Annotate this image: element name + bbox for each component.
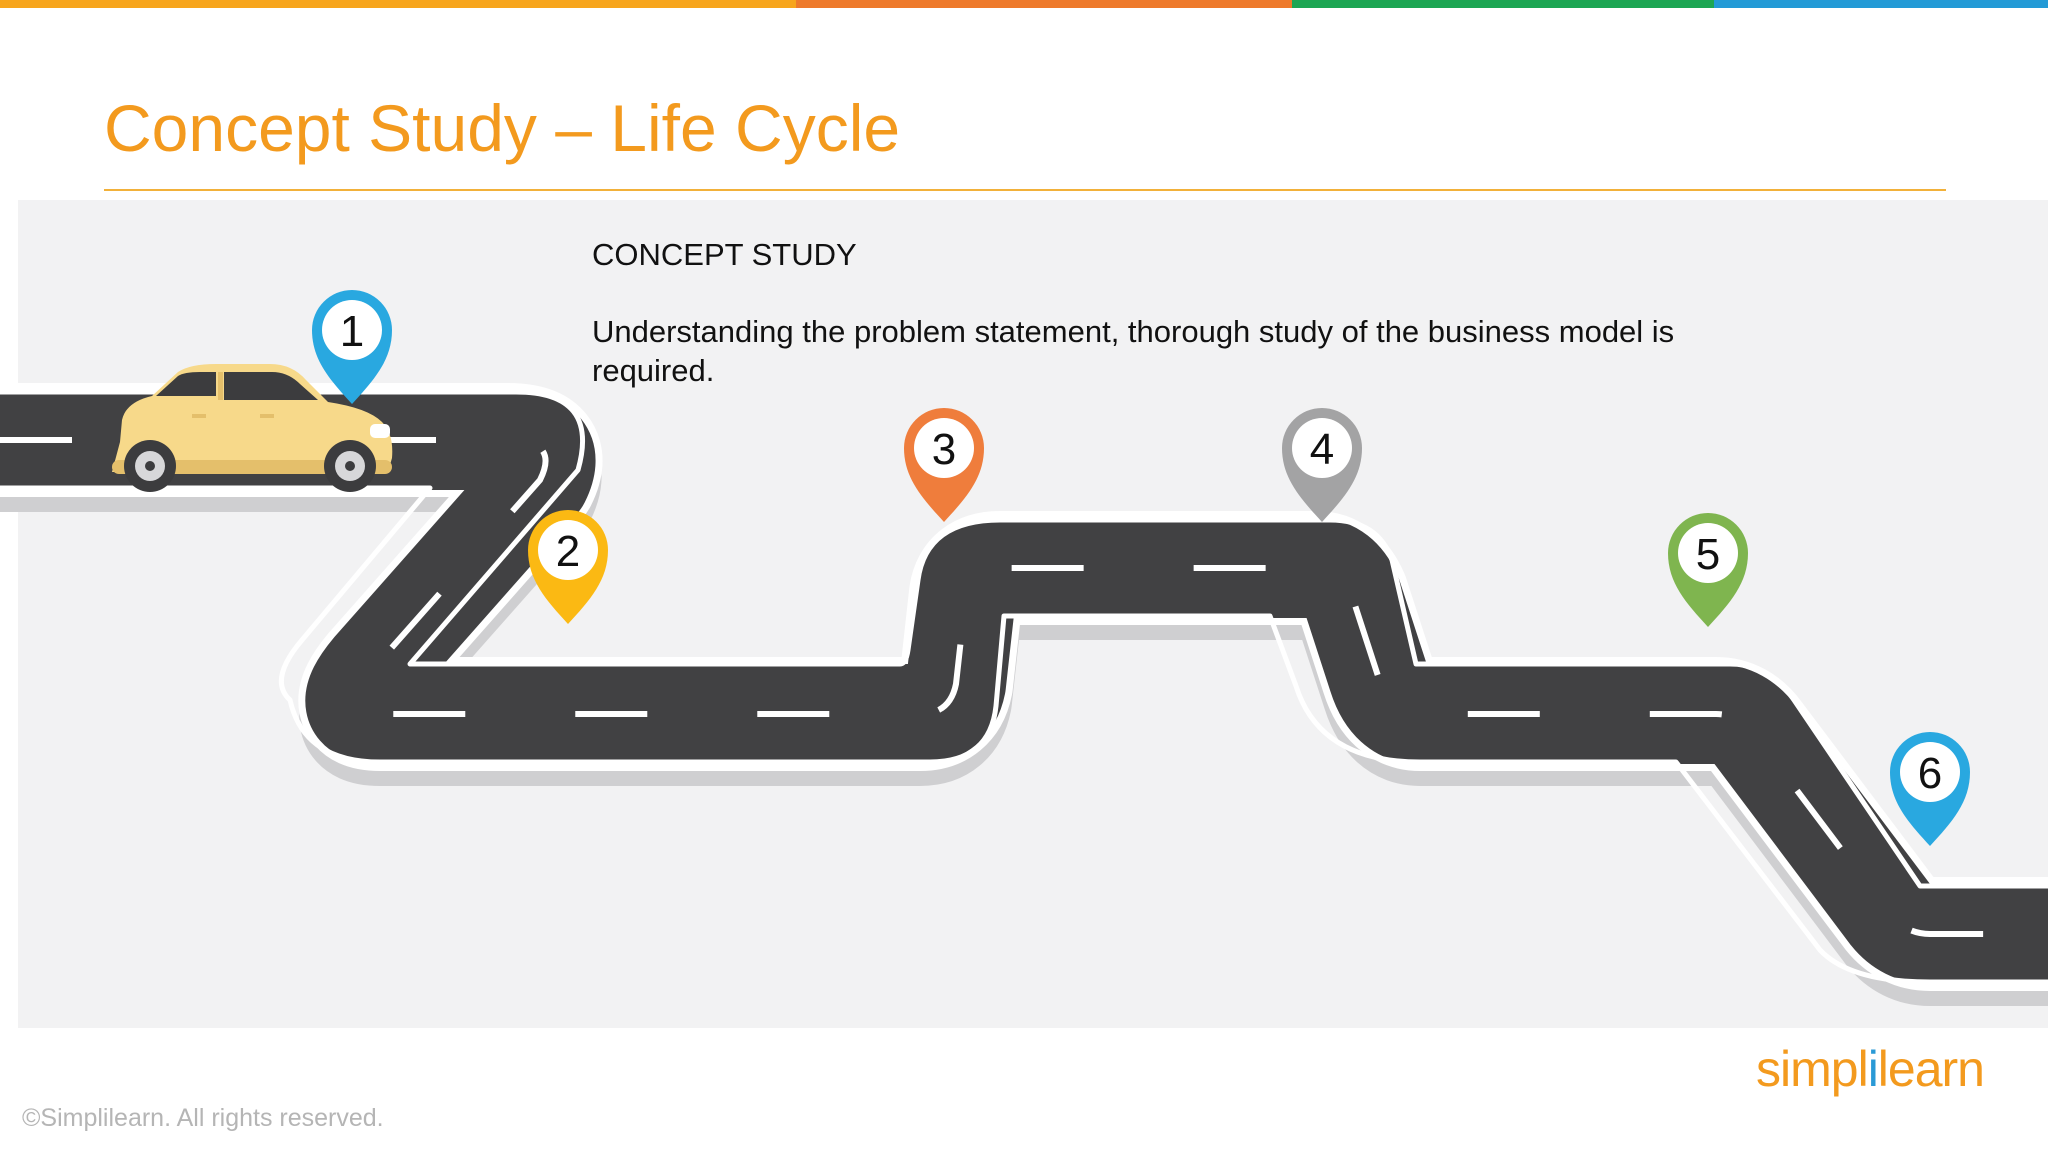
map-pin-icon: 1 xyxy=(312,290,392,404)
road-surface xyxy=(0,390,2048,984)
top-bar-segment-orange xyxy=(0,0,796,8)
top-bar-segment-green xyxy=(1292,0,1714,8)
stage-description: Understanding the problem statement, tho… xyxy=(592,314,1675,388)
map-pin-icon: 6 xyxy=(1890,732,1970,846)
simplilearn-logo: simplilearn xyxy=(1756,1040,1985,1098)
map-pin-icon: 3 xyxy=(904,408,984,522)
map-pin-icon: 5 xyxy=(1668,513,1748,627)
stage-number: 4 xyxy=(1310,425,1334,474)
logo-text-a: simpl xyxy=(1756,1041,1869,1097)
top-bar-segment-blue xyxy=(1714,0,2048,8)
top-bar-segment-dark-orange xyxy=(796,0,1292,8)
copyright-notice: ©Simplilearn. All rights reserved. xyxy=(22,1104,384,1132)
map-pin-icon: 4 xyxy=(1282,408,1362,522)
car-icon xyxy=(112,364,393,492)
stage-number: 3 xyxy=(932,425,956,474)
stage-pins: 1 2 3 4 5 6 xyxy=(312,290,1970,846)
road-inner-lines xyxy=(0,389,2048,985)
slide-title: Concept Study – Life Cycle xyxy=(104,91,901,165)
stage-number: 5 xyxy=(1696,530,1720,579)
title-divider xyxy=(104,189,1946,191)
stage-number: 6 xyxy=(1918,749,1942,798)
stage-number: 1 xyxy=(340,307,364,356)
stage-number: 2 xyxy=(556,527,580,576)
logo-text-c: learn xyxy=(1877,1041,1985,1097)
logo-text-b: i xyxy=(1867,1041,1879,1097)
map-pin-icon: 2 xyxy=(528,510,608,624)
stage-heading: CONCEPT STUDY xyxy=(592,237,857,272)
top-color-bar xyxy=(0,0,2048,8)
